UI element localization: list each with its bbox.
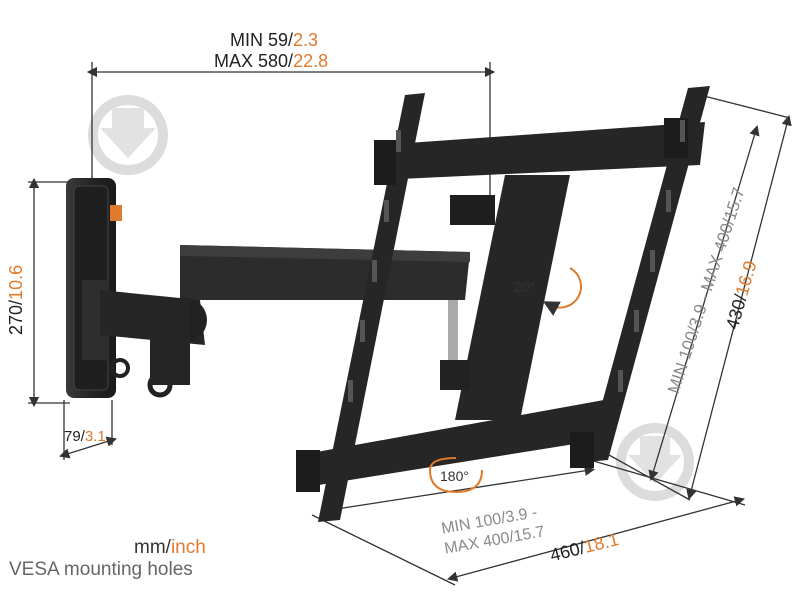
arm-min-label: MIN 59/2.3 xyxy=(230,30,319,50)
plate-width-inch: 3.1 xyxy=(84,428,106,445)
plate-height-label: 270/10.6 xyxy=(6,264,26,335)
arm-max-mm: MAX 580 xyxy=(214,51,289,71)
vesa-caption: VESA mounting holes xyxy=(9,559,193,580)
legend-mm: mm xyxy=(134,537,166,558)
dimension-lines xyxy=(28,62,792,586)
articulating-arm xyxy=(100,245,470,398)
swivel-angle-label: 180° xyxy=(440,468,469,484)
tv-bracket-frame xyxy=(296,86,710,522)
arm-max-label: MAX 580/22.8 xyxy=(214,51,329,71)
legend-inch: inch xyxy=(170,537,206,558)
arm-min-inch: 2.3 xyxy=(293,30,319,50)
tilt-angle-label: 20° xyxy=(514,279,536,295)
swivel-arrow-icon xyxy=(429,457,483,494)
vesa-slots xyxy=(348,120,685,402)
orange-lock-tab xyxy=(110,205,122,221)
tilt-arrow-icon xyxy=(542,267,583,316)
plate-width-mm: 79 xyxy=(64,428,81,445)
tilt-mechanism xyxy=(440,175,570,420)
plate-width-label: 79/3.1 xyxy=(64,428,106,445)
watermark-icon xyxy=(88,95,168,175)
units-legend: mm/inch xyxy=(134,537,206,558)
arm-max-inch: 22.8 xyxy=(293,51,329,71)
plate-height-inch: 10.6 xyxy=(6,264,26,300)
arm-min-mm: MIN 59 xyxy=(230,30,289,50)
plate-height-mm: 270 xyxy=(6,304,26,335)
wall-plate xyxy=(66,178,122,398)
